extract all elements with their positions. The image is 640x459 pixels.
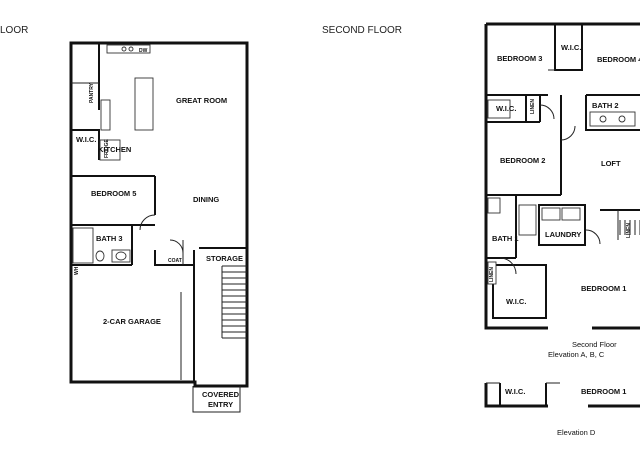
wic-top-label: W.I.C. — [561, 43, 581, 52]
covered-entry-label-2: ENTRY — [208, 400, 233, 409]
second-floor-caption: Second Floor — [572, 340, 617, 349]
wh-label: WH — [74, 266, 80, 275]
bath2-label: BATH 2 — [592, 101, 619, 110]
elevation-d-wic-label: W.I.C. — [505, 387, 525, 396]
first-floor-plan — [69, 41, 249, 413]
bedroom1-label: BEDROOM 1 — [581, 284, 626, 293]
first-floor-heading: LOOR — [0, 25, 28, 36]
loft-label: LOFT — [601, 159, 621, 168]
wic-bed1-label: W.I.C. — [506, 297, 526, 306]
elevation-d-caption: Elevation D — [557, 428, 596, 437]
coat-label: COAT — [168, 258, 182, 264]
bedroom2-label: BEDROOM 2 — [500, 156, 545, 165]
bath1-label: BATH 1 — [492, 234, 519, 243]
elevation-d-plan — [484, 382, 640, 408]
bedroom4-label: BEDROOM 4 — [597, 55, 640, 64]
second-floor-heading: SECOND FLOOR — [322, 25, 402, 36]
elevation-abc-caption: Elevation A, B, C — [548, 350, 605, 359]
elevation-d-bedroom1-label: BEDROOM 1 — [581, 387, 626, 396]
wic-label: W.I.C. — [76, 135, 96, 144]
linen-right-label: LINEN — [626, 223, 632, 238]
bath3-label: BATH 3 — [96, 234, 123, 243]
garage-label: 2-CAR GARAGE — [103, 317, 161, 326]
pantry-label: PANTRY — [89, 82, 95, 103]
linen-left-label: LINEN — [489, 267, 495, 282]
bedroom5-label: BEDROOM 5 — [91, 189, 136, 198]
kitchen-label: KITCHEN — [98, 145, 131, 154]
second-floor-plan — [484, 22, 640, 330]
linen-top-label: LINEN — [530, 99, 536, 114]
bedroom3-label: BEDROOM 3 — [497, 54, 542, 63]
covered-entry-label-1: COVERED — [202, 390, 240, 399]
dw-label: DW — [139, 48, 148, 54]
storage-label: STORAGE — [206, 254, 243, 263]
great-room-label: GREAT ROOM — [176, 96, 227, 105]
laundry-label: LAUNDRY — [545, 230, 581, 239]
wic-left-label: W.I.C. — [496, 104, 516, 113]
dining-label: DINING — [193, 195, 219, 204]
fridge-label: FRIDGE — [104, 138, 110, 158]
